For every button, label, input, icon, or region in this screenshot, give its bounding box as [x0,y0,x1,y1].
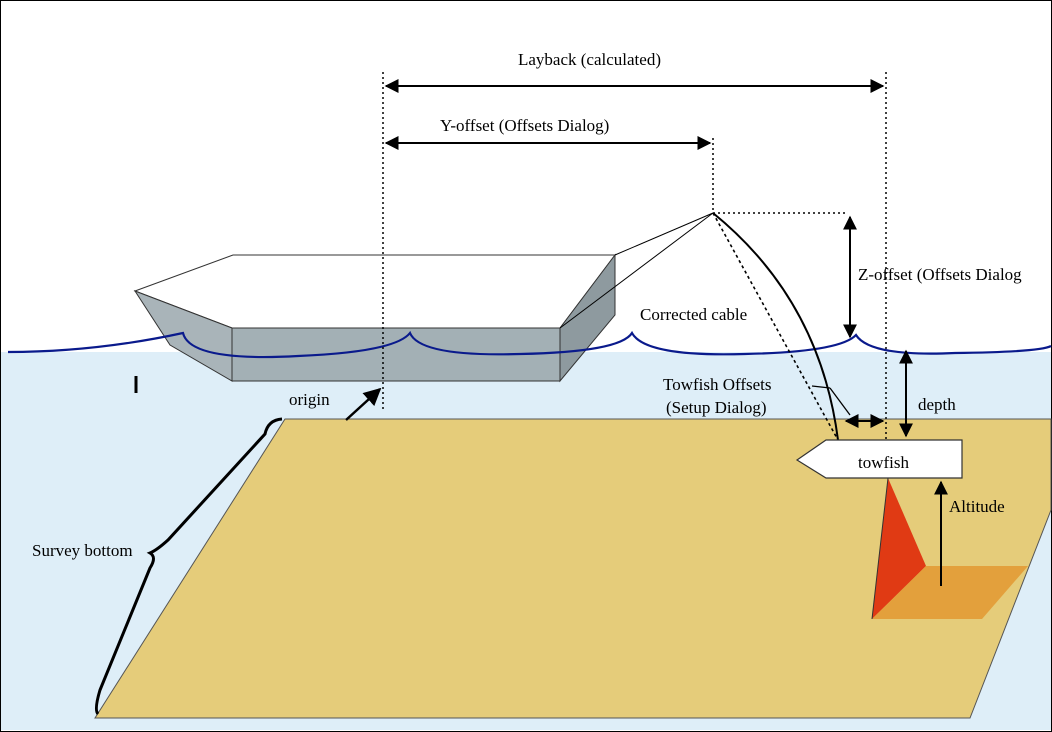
origin-pointer-arrow [345,387,382,421]
towfish-offsets-label-line2: (Setup Dialog) [666,398,767,417]
towfish-label: towfish [858,453,910,472]
corrected-cable-label: Corrected cable [640,305,747,324]
survey-bottom-plane [94,418,1052,719]
shadow-edge [871,477,889,620]
towfish-body [795,439,963,479]
towfish-offsets-leader [811,385,831,389]
origin-label: origin [289,390,330,409]
tow-cable-upper [559,212,714,329]
boat-deck [133,254,617,329]
y-offset-label: Y-offset (Offsets Dialog) [440,116,609,135]
water-surface-line [7,330,1052,359]
straight-cable-dotted [712,212,839,441]
depth-label: depth [918,395,956,414]
layback-label: Layback (calculated) [518,50,661,69]
survey-bottom-brace [94,417,283,716]
towfish-offsets-label-line1: Towfish Offsets [663,375,772,394]
tow-cable-lower [614,212,714,256]
survey-bottom-label: Survey bottom [32,541,133,560]
survey-vessel [133,253,617,383]
sonar-shadow-red [872,478,926,619]
corrected-cable-curve [712,212,839,441]
z-offset-label: Z-offset (Offsets Dialog [858,265,1022,284]
sonar-footprint-orange [872,566,1028,619]
towfish-offsets-leader-2 [829,387,851,416]
altitude-label: Altitude [949,497,1005,516]
boat-stern-side [559,253,616,383]
